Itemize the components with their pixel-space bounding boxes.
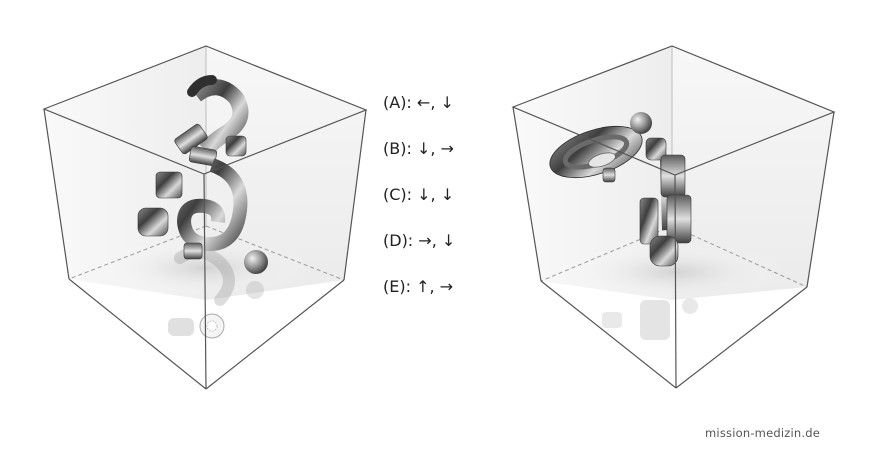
option-b[interactable]: (B): ↓, → [383,139,454,158]
answer-options: (A): ←, ↓ (B): ↓, → (C): ↓, ↓ (D): →, ↓ … [383,92,455,322]
option-d[interactable]: (D): →, ↓ [383,231,456,250]
option-e[interactable]: (E): ↑, → [383,277,454,296]
watermark: mission-medizin.de [705,426,820,440]
right-cube [511,45,836,389]
option-c[interactable]: (C): ↓, ↓ [383,185,455,204]
option-a[interactable]: (A): ←, ↓ [383,93,454,112]
left-cube [42,45,368,390]
